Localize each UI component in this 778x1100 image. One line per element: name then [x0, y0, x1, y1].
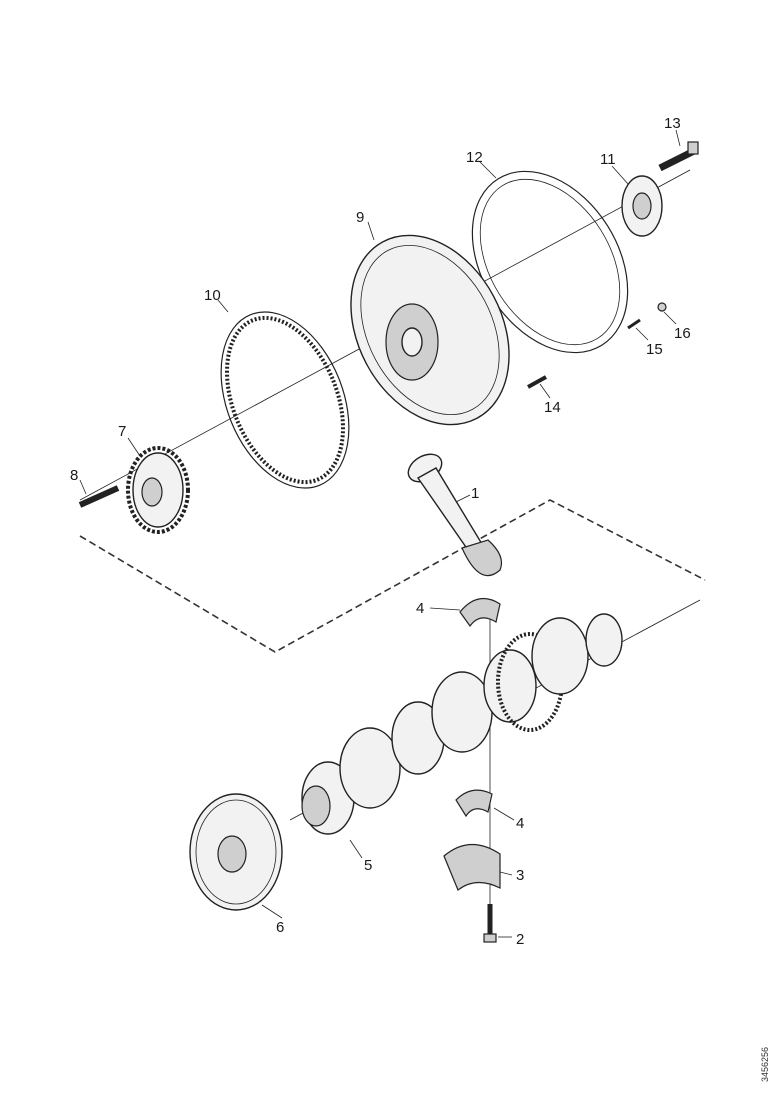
callout-3: 3 — [516, 867, 524, 884]
callout-12: 12 — [466, 149, 483, 166]
bolt-13 — [658, 141, 699, 172]
callout-16: 16 — [674, 325, 691, 342]
bearing-shell-4-lower — [455, 789, 493, 818]
crankshaft-5 — [301, 613, 623, 835]
callout-4-lower: 4 — [516, 815, 524, 832]
callout-11: 11 — [600, 151, 616, 168]
flange-11 — [621, 175, 663, 237]
callout-10: 10 — [204, 287, 221, 304]
callout-14: 14 — [544, 399, 561, 416]
callout-8: 8 — [70, 467, 78, 484]
bearing-shell-4-upper — [459, 597, 501, 628]
ring-gear-10 — [220, 311, 350, 489]
bolt-2 — [483, 904, 497, 943]
callout-6: 6 — [276, 919, 284, 936]
callout-5: 5 — [364, 857, 372, 874]
pulley-6 — [189, 793, 283, 911]
assembly-dashed-boundary — [79, 499, 706, 653]
callout-13: 13 — [664, 115, 681, 132]
dowel-14 — [527, 375, 547, 389]
callout-7: 7 — [118, 423, 126, 440]
gear-7 — [126, 446, 190, 534]
callout-9: 9 — [356, 209, 364, 226]
callout-4-upper: 4 — [416, 600, 424, 617]
leader-lines — [79, 129, 681, 938]
callout-1: 1 — [471, 485, 479, 502]
bearing-cap-3 — [443, 843, 501, 891]
reference-code: 3456256 — [760, 1047, 770, 1082]
pin-15 — [627, 318, 641, 330]
bolt-8 — [78, 485, 120, 508]
callout-2: 2 — [516, 931, 524, 948]
callout-15: 15 — [646, 341, 663, 358]
connecting-rod-1 — [407, 453, 503, 576]
flywheel-9 — [350, 234, 510, 426]
washer-16 — [657, 302, 667, 312]
